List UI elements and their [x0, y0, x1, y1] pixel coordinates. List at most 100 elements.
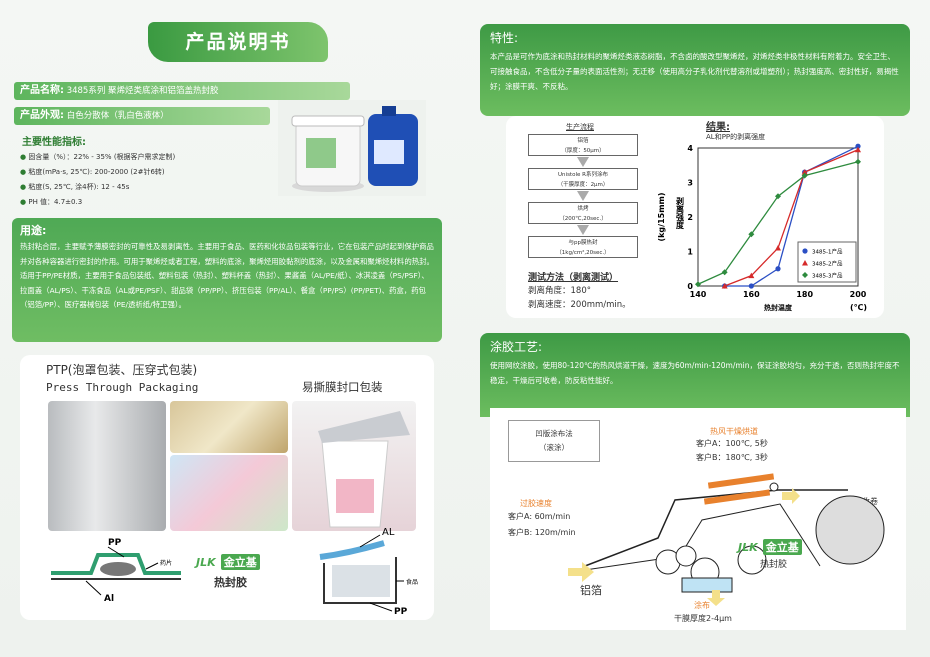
peel-diagram: AL 食品 PP	[319, 527, 418, 615]
foil-cups-photo	[170, 401, 288, 453]
spec-item: ● 粘度(mPa·s, 25℃): 200-2000 (2#针6转)	[20, 168, 165, 176]
use-text: 热封粘合层，主要赋予薄膜密封的可靠性及易剥离性。主要用于食品、医药和化妆品包装等…	[20, 242, 434, 309]
coating-title: 涂胶工艺:	[490, 340, 543, 354]
peel-title: 易撕膜封口包装	[302, 380, 383, 394]
page-title: 产品说明书	[185, 31, 291, 53]
flow-chart: 铝箔（厚度：50μm） Unistole R系列涂布（干膜厚度：2μm） 烘烤（…	[528, 134, 638, 258]
ptp-diagram: PP 药片 Al	[51, 538, 181, 604]
logo-right: JLK 金立基 热封胶	[738, 536, 802, 570]
flow-step: 烘烤（200℃,20sec.）	[528, 202, 638, 224]
use-title: 用途:	[20, 224, 47, 237]
series-line	[697, 161, 859, 285]
ptp-pp-label: PP	[108, 538, 122, 548]
logo-mark-icon: JLK	[738, 541, 758, 554]
data-point	[748, 231, 755, 238]
logo-text: 金立基	[220, 554, 260, 570]
flow-arrow-icon	[577, 225, 589, 235]
foil-label: 铝箔	[580, 584, 602, 597]
data-point	[748, 283, 754, 289]
coating-text: 使用网纹涂胶，使用80-120℃的热风烘道干燥，速度为60m/min-120m/…	[490, 361, 900, 385]
use-panel: 用途: 热封粘合层，主要赋予薄膜密封的可靠性及易剥离性。主要用于食品、医药和化妆…	[12, 218, 442, 342]
x-axis-label: 热封温度	[764, 303, 793, 312]
specs-list: ● 固含量（%）：22% - 35% (根据客户需求定制) ● 粘度(mPa·s…	[20, 150, 280, 210]
ptp-pill-label: 药片	[160, 559, 172, 567]
product-name-value: 3485系列 聚烯烃类底涂和铝箔盖热封胶	[66, 86, 219, 96]
y-tick-label: 0	[687, 282, 693, 291]
spec-item: ● PH 值：4.7±0.3	[20, 198, 83, 206]
ptp-al-label: Al	[104, 594, 114, 604]
y-tick-label: 4	[687, 144, 693, 153]
data-point	[775, 266, 781, 272]
x-tick-label: 180	[796, 290, 813, 299]
appearance-row: 产品外观: 白色分散体（乳白色液体）	[14, 107, 270, 125]
title-banner: 产品说明书	[148, 22, 328, 62]
data-point	[855, 158, 861, 165]
ptp-title: PTP(泡罩包装、压穿式包装)	[46, 363, 198, 377]
data-point	[721, 269, 728, 276]
data-point	[721, 283, 728, 289]
data-point	[775, 193, 781, 200]
legend-label: 3485-1产品	[812, 248, 843, 256]
coat-label: 涂布	[694, 601, 710, 610]
x-tick-label: 140	[690, 290, 707, 299]
y-tick-label: 2	[687, 213, 693, 222]
appearance-label: 产品外观:	[20, 110, 64, 121]
packaging-card: PTP(泡罩包装、压穿式包装) Press Through Packaging …	[20, 355, 434, 620]
coating-diagram-card: 凹版涂布法 （滚涂） 热风干燥烘道 客户A：100℃, 5秒 客户B：180℃,…	[490, 408, 906, 630]
peel-pp-label: PP	[394, 607, 408, 615]
heat-seal-label-right: 热封胶	[760, 560, 788, 570]
data-point	[775, 245, 781, 251]
result-title: 结果:	[706, 122, 730, 133]
flow-step: Unistole R系列涂布（干膜厚度：2μm）	[528, 168, 638, 190]
oven-a: 客户A：100℃, 5秒	[696, 439, 768, 448]
spec-item: ● 粘度(S, 25℃, 涂4杯): 12 - 45s	[20, 183, 130, 191]
peel-al-label: AL	[382, 527, 395, 538]
chart-title: AL和PP的剥离强度	[706, 133, 766, 141]
legend-label: 3485-2产品	[812, 260, 843, 268]
product-image	[278, 100, 426, 196]
oven-b: 客户B：180℃, 3秒	[696, 453, 768, 462]
x-axis-unit: (℃)	[850, 303, 867, 312]
logo-left: JLK 金立基 热封胶	[196, 551, 260, 590]
appearance-value: 白色分散体（乳白色液体）	[66, 111, 169, 121]
legend-marker	[802, 260, 808, 266]
foil-roll-photo	[48, 401, 166, 531]
peel-angle: 剥离角度：180°	[528, 286, 591, 296]
legend-marker	[802, 248, 808, 254]
test-card: 生产流程 铝箔（厚度：50μm） Unistole R系列涂布（干膜厚度：2μm…	[506, 116, 884, 318]
logo-mark-icon: JLK	[196, 556, 216, 569]
gravure-label: 凹版涂布法	[535, 429, 573, 438]
data-point	[855, 143, 861, 149]
yogurt-cup-photo	[292, 401, 416, 531]
y-axis-label: 剥离强度	[675, 197, 685, 230]
flow-step: 铝箔（厚度：50μm）	[528, 134, 638, 156]
speed-title: 过胶速度	[520, 499, 552, 508]
legend-box	[797, 241, 857, 283]
data-point	[801, 169, 808, 175]
lidded-cups-photo	[170, 455, 288, 531]
logo-text: 金立基	[762, 539, 802, 555]
buckets-illustration	[291, 106, 418, 192]
dry-thickness: 干膜厚度2-4μm	[674, 614, 732, 623]
speed-b: 客户B: 120m/min	[508, 528, 576, 537]
flow-arrow-icon	[577, 157, 589, 167]
legend-marker	[802, 272, 808, 278]
rewind-label: 收卷	[862, 497, 878, 506]
coating-panel: 涂胶工艺: 使用网纹涂胶，使用80-120℃的热风烘道干燥，速度为60m/min…	[480, 333, 910, 417]
legend-label: 3485-3产品	[812, 272, 843, 280]
y-tick-label: 3	[687, 179, 693, 188]
plot-frame	[697, 147, 859, 287]
data-point	[748, 272, 755, 279]
y-axis-unit: (kg/15mm)	[657, 192, 666, 241]
oven-title: 热风干燥烘道	[710, 427, 758, 436]
product-name-row: 产品名称: 3485系列 聚烯烃类底涂和铝箔盖热封胶	[14, 82, 350, 100]
features-panel: 特性: 本产品是可作为底涂和热封材料的聚烯烃类液态树脂，不含卤的酸改型聚烯烃，对…	[480, 24, 910, 116]
y-tick-label: 1	[687, 248, 693, 257]
data-point	[801, 172, 808, 179]
heat-seal-label-left: 热封胶	[214, 576, 247, 589]
features-title: 特性:	[490, 31, 519, 45]
gravure-sublabel: （滚涂）	[539, 443, 569, 452]
speed-a: 客户A: 60m/min	[508, 512, 571, 521]
test-method-title: 测试方法（剥离测试）	[528, 273, 619, 283]
